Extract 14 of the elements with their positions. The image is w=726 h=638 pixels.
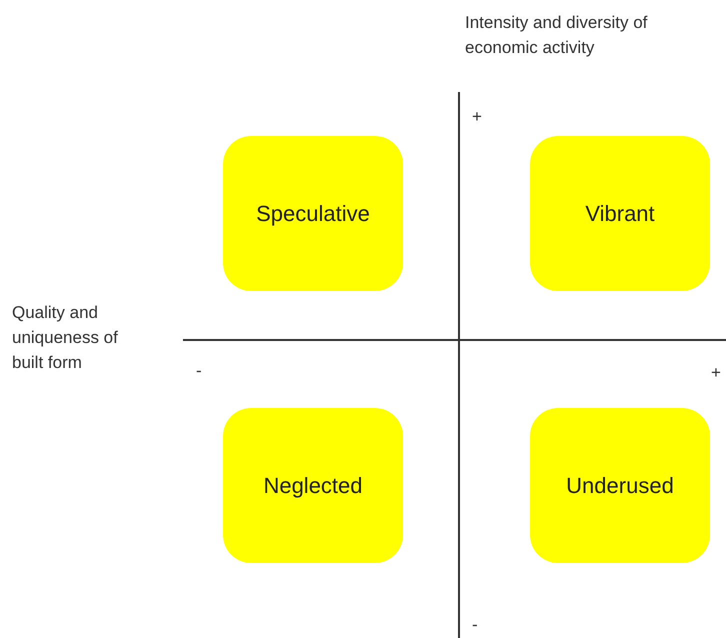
quadrant-box	[530, 408, 710, 563]
quadrant-box	[223, 136, 403, 291]
quadrant-label: Neglected	[263, 472, 363, 498]
quadrant-box	[530, 136, 710, 291]
axis-sign: -	[472, 614, 479, 636]
axis-label: Intensity and diversity of economic activity	[465, 12, 648, 59]
axis-sign: +	[711, 362, 722, 384]
axis-sign: +	[472, 106, 483, 128]
quadrant-label: Underused	[566, 472, 674, 498]
quadrant-box	[223, 408, 403, 563]
quadrant-label: Speculative	[256, 200, 370, 226]
axis-label: Quality and uniqueness of built form	[12, 302, 119, 374]
axis-sign: -	[196, 360, 203, 382]
quadrant-label: Vibrant	[585, 200, 655, 226]
